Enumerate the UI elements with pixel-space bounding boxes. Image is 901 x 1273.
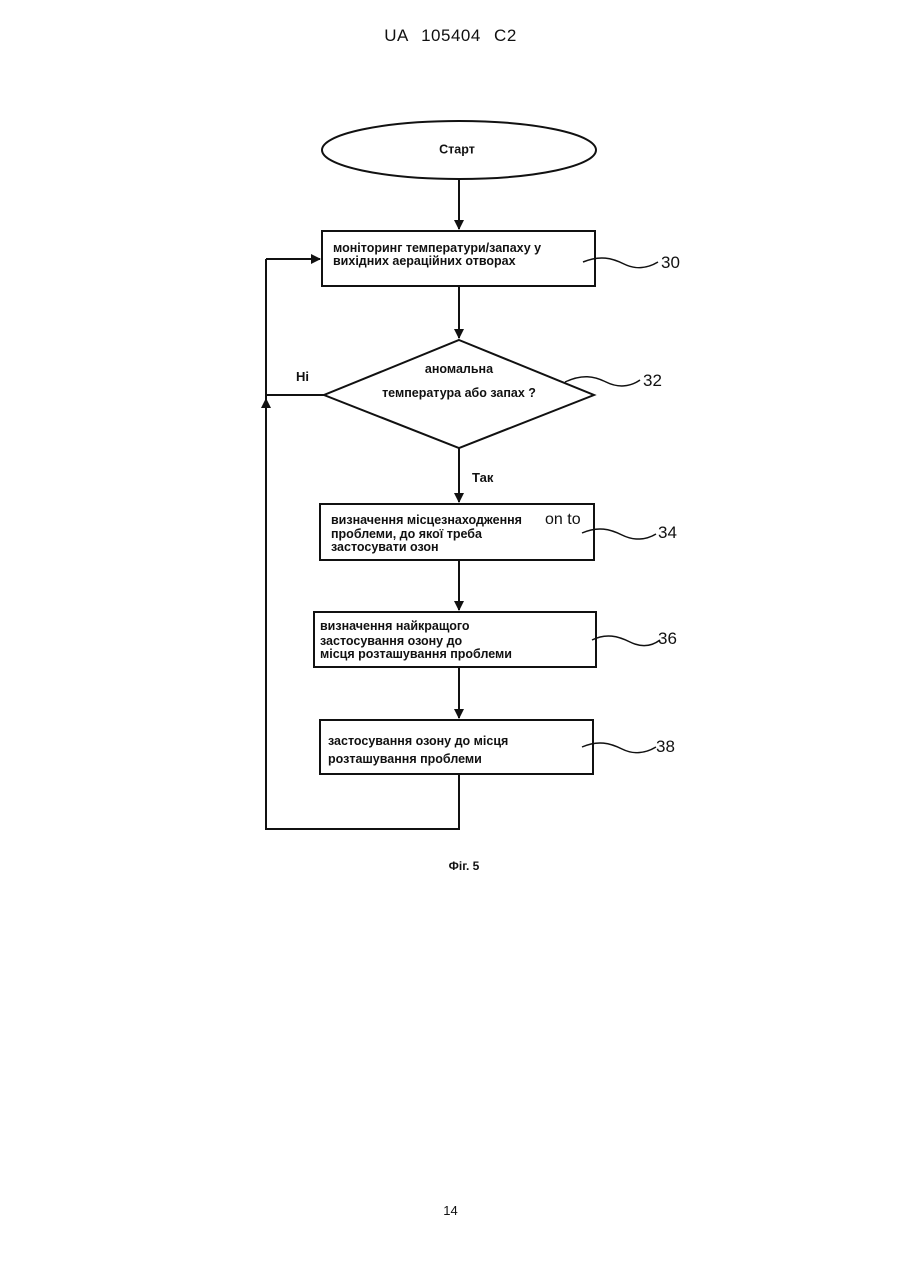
yes-branch-label: Так: [472, 470, 494, 485]
process-36-line-2: застосування озону до: [320, 634, 463, 648]
ref-numeral-32: 32: [643, 371, 662, 390]
process-34-line-2: проблеми, до якої треба: [331, 527, 483, 541]
process-30-line-1: моніторинг температури/запаху у: [333, 241, 541, 255]
ref-numeral-34: 34: [658, 523, 677, 542]
decision-32-line-2: температура або запах ?: [382, 386, 536, 400]
start-label: Старт: [439, 142, 475, 156]
ref-numeral-30: 30: [661, 253, 680, 272]
figure-caption: Фіг. 5: [449, 859, 480, 873]
process-38-line-2: розташування проблеми: [328, 752, 482, 766]
process-30-line-2: вихідних аераційних отворах: [333, 254, 516, 268]
process-34-line-1: визначення місцезнаходження: [331, 513, 522, 527]
process-34-overlay: on to: [545, 511, 581, 528]
ref-numeral-36: 36: [658, 629, 677, 648]
page-number: 14: [0, 1203, 901, 1218]
process-38-line-1: застосування озону до місця: [328, 734, 508, 748]
decision-32-line-1: аномальна: [425, 362, 494, 376]
ref-numeral-38: 38: [656, 737, 675, 756]
no-branch-label: Ні: [296, 369, 309, 384]
process-34-line-3: застосувати озон: [331, 540, 439, 554]
process-36-line-3: місця розташування проблеми: [320, 647, 512, 661]
leader-line-32: [565, 377, 640, 386]
process-36-line-1: визначення найкращого: [320, 619, 470, 633]
leader-line-36: [592, 636, 660, 646]
